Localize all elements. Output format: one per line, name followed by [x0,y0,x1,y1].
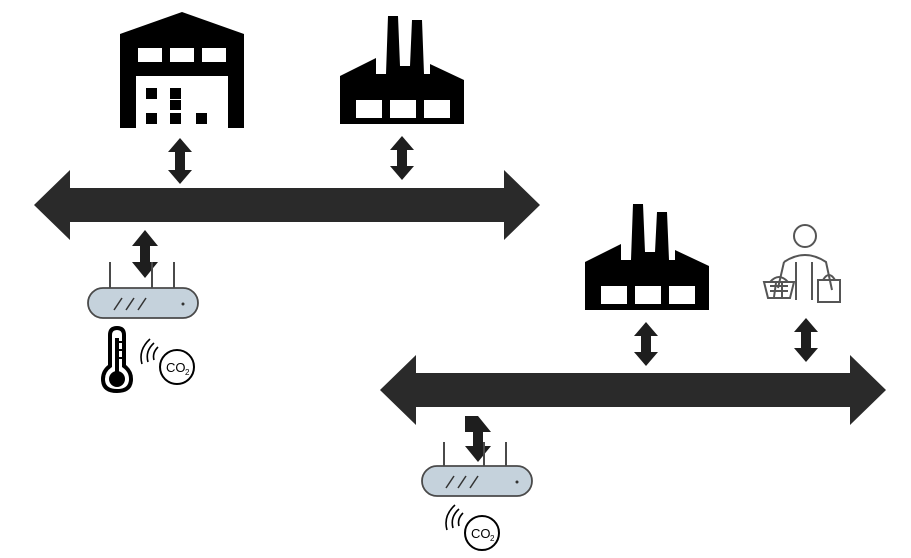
warehouse-icon [120,12,244,128]
co2-label: CO [471,526,491,541]
co2-subscript: 2 [490,534,495,543]
router-icon [87,262,199,319]
co2-sensor-icon: CO 2 [445,504,500,551]
shopper-icon [762,224,841,303]
double-arrow-warehouse [168,138,192,184]
double-arrow-shopper [794,318,818,362]
router-icon [421,442,533,497]
co2-sensor-icon: CO 2 [140,338,195,385]
top-bus-arrow [34,170,540,240]
thermometer-icon [100,325,134,394]
factory-icon [585,204,709,310]
co2-label: CO [166,360,186,375]
bottom-bus-arrow [380,355,886,425]
double-arrow-router-bottom [465,416,491,462]
double-arrow-router-top [132,230,158,278]
factory-icon [340,16,464,124]
double-arrow-factory-bottom [634,322,658,366]
double-arrow-factory-top [390,136,414,180]
co2-subscript: 2 [185,368,190,377]
